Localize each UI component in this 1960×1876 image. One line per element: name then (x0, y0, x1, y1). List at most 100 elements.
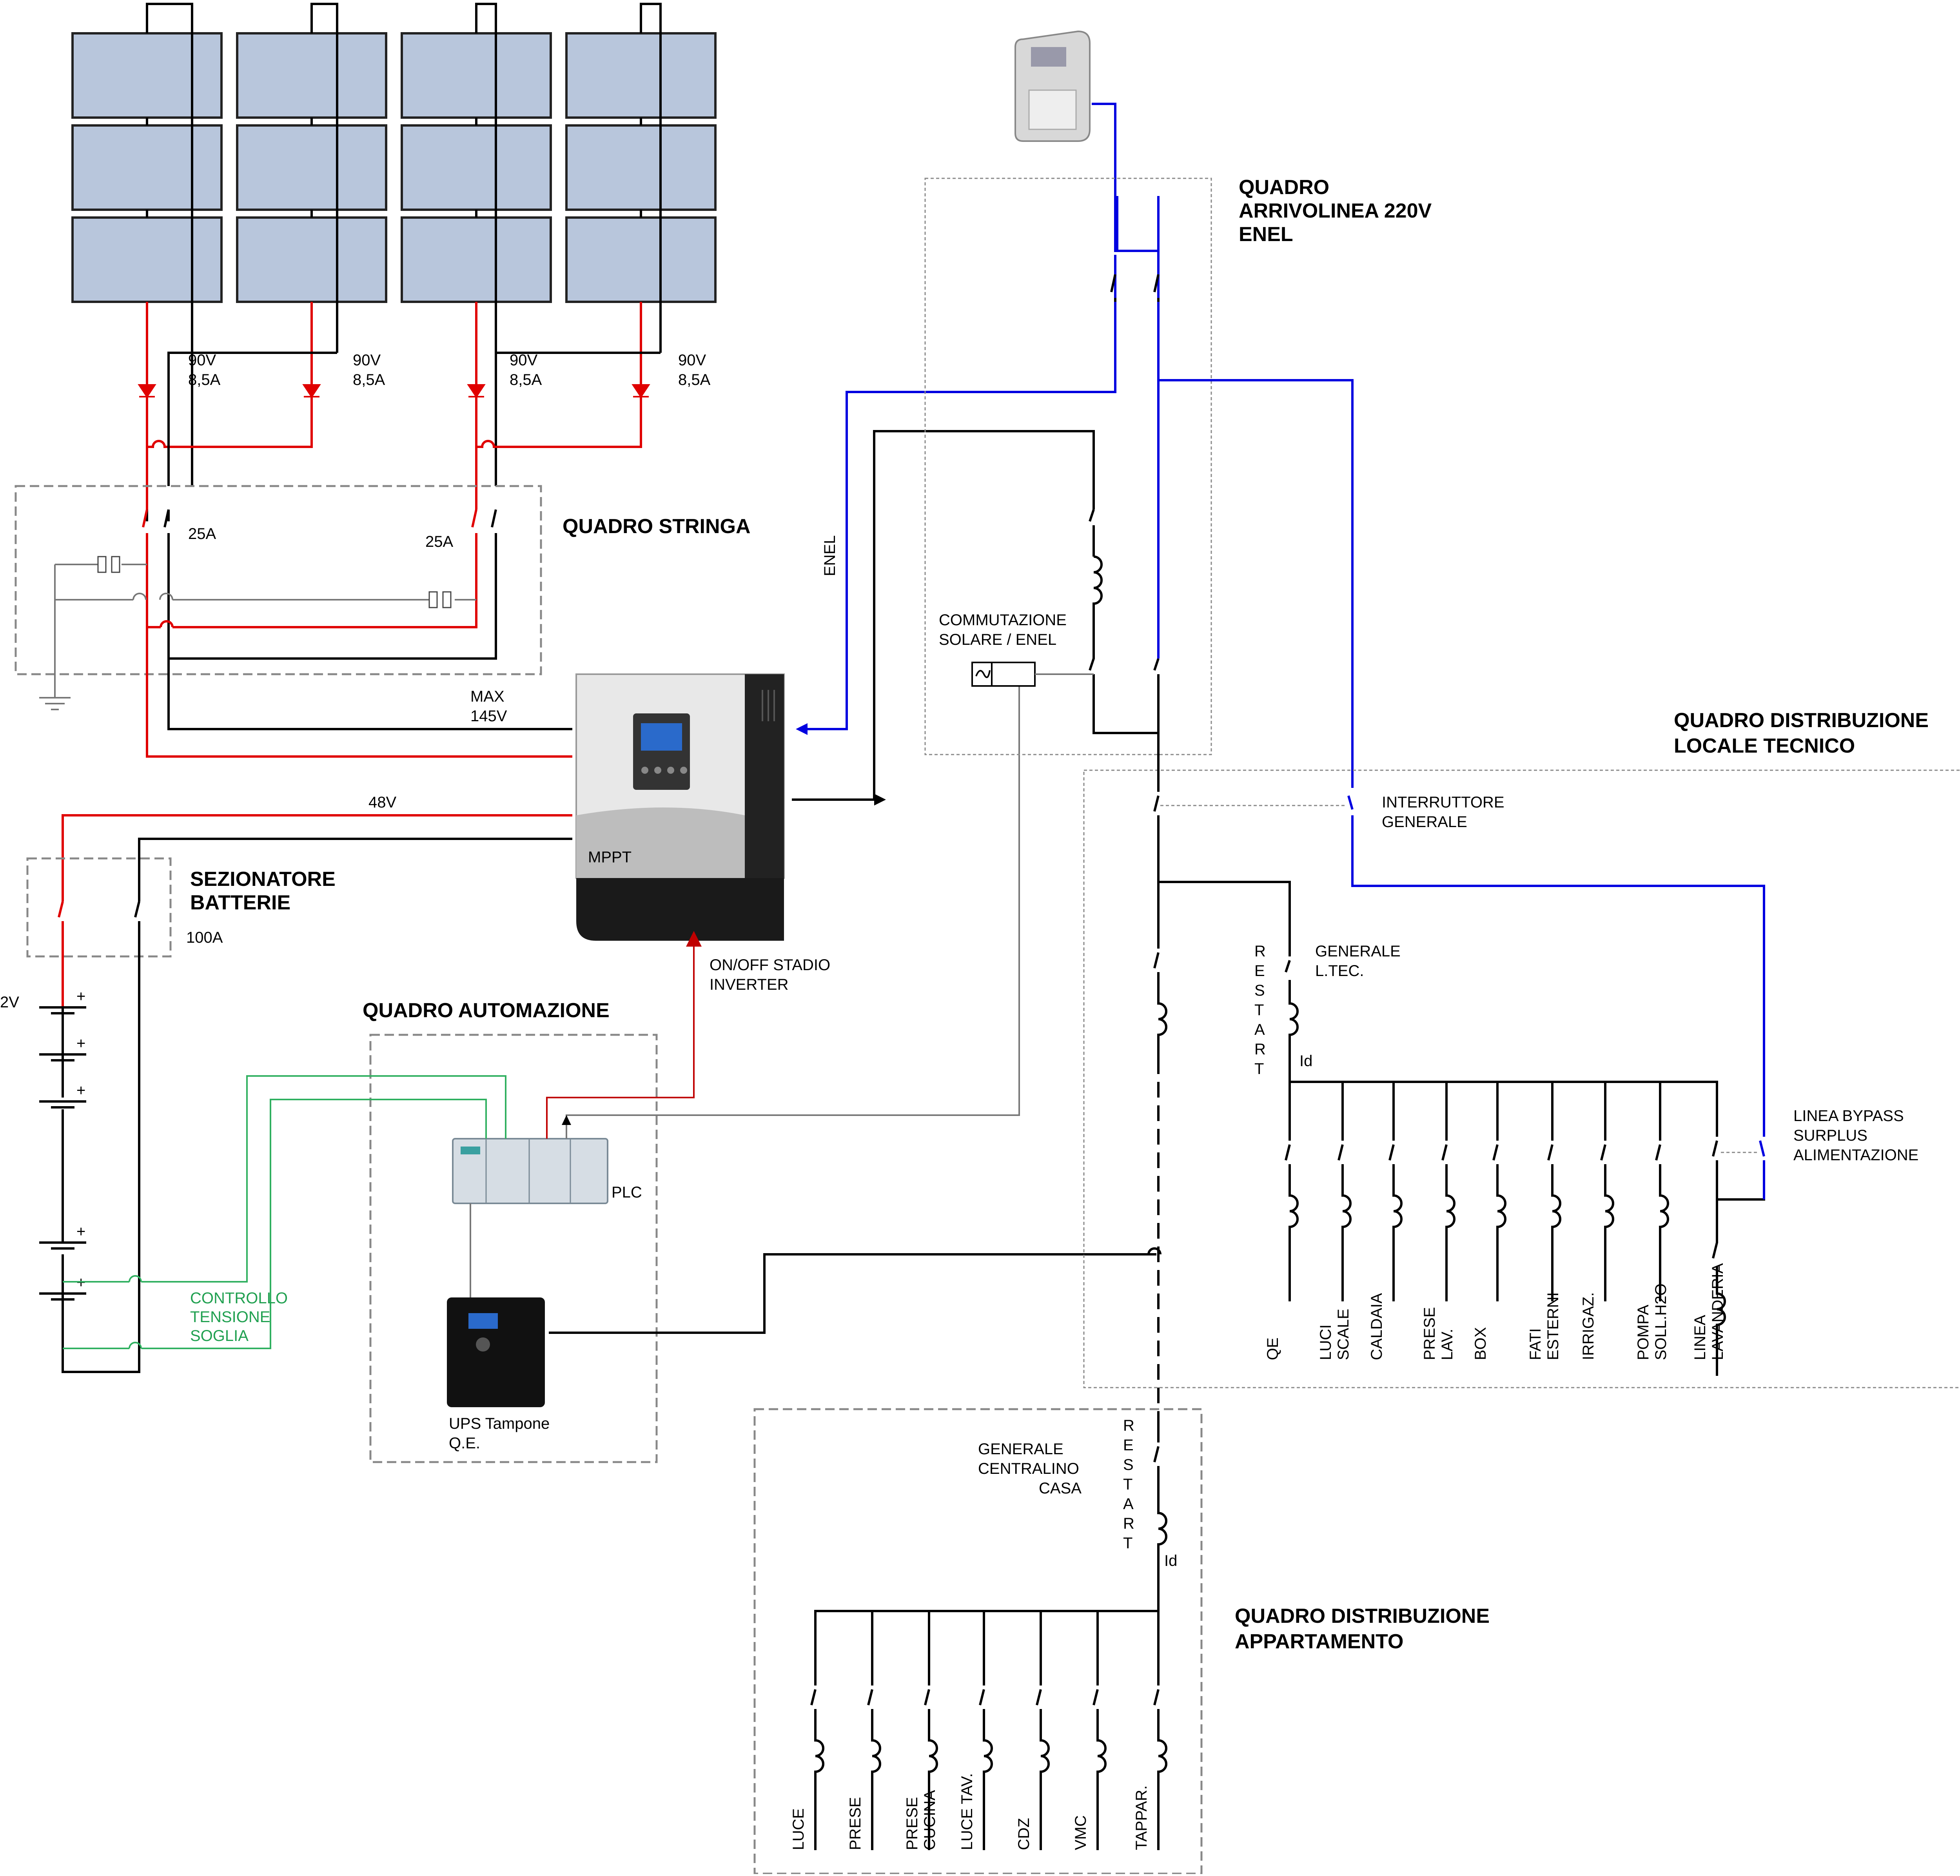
ltec-circuit-label: ESTERNI (1544, 1292, 1562, 1360)
locale-tecnico-title-2: LOCALE TECNICO (1674, 735, 1855, 757)
restart-letters-casa: R E S T A R T (1123, 1417, 1134, 1552)
bypass-label-2: SURPLUS (1793, 1127, 1867, 1144)
breaker (1388, 1082, 1403, 1301)
quadro-stringa-box (15, 485, 542, 675)
svg-text:R: R (1123, 1515, 1134, 1532)
ltec-circuit-label: SCALE (1335, 1309, 1352, 1360)
generale-ltec-1: GENERALE (1315, 943, 1401, 960)
battery-plus: + (76, 988, 85, 1005)
svg-text:R: R (1123, 1417, 1134, 1434)
quadro-appartamento-box (753, 1408, 1203, 1875)
svg-text:A: A (1254, 1021, 1265, 1038)
pv-panel (236, 124, 387, 211)
app-circuit-label: VMC (1072, 1815, 1089, 1850)
ltec-circuit-label: BOX (1472, 1327, 1489, 1360)
commutazione-label-1: COMMUTAZIONE (939, 611, 1067, 629)
id-label-casa: Id (1164, 1552, 1177, 1569)
max-voltage-label: MAX (470, 688, 505, 705)
ltec-circuit-label: POMPA (1635, 1304, 1652, 1360)
appartamento-title-2: APPARTAMENTO (1235, 1630, 1403, 1653)
inverter-mppt (575, 673, 785, 941)
svg-text:R: R (1254, 1041, 1266, 1058)
id-label: Id (1299, 1052, 1312, 1070)
ltec-circuit-label: SOLL.H2O (1652, 1283, 1670, 1360)
bypass-label-1: LINEA BYPASS (1793, 1107, 1904, 1125)
generale-casa-1: GENERALE (978, 1441, 1063, 1458)
quadro-automazione-title: QUADRO AUTOMAZIONE (363, 999, 610, 1022)
app-circuit-label: PRESE (904, 1797, 921, 1850)
battery-voltage-label: 48V (368, 794, 396, 811)
quadro-stringa-title: QUADRO STRINGA (563, 515, 751, 538)
ltec-circuit-label: IRRIGAZ. (1580, 1292, 1597, 1360)
plc-label: PLC (612, 1184, 642, 1201)
svg-text:E: E (1254, 962, 1265, 980)
enel-meter (1014, 30, 1091, 142)
restart-letters-ltec: R E S T A R T (1254, 943, 1266, 1078)
appartamento-title-1: QUADRO DISTRIBUZIONE (1235, 1605, 1490, 1627)
pv-panel (71, 216, 223, 303)
control-label-1: CONTROLLO (190, 1290, 288, 1307)
string-rating-2-a: 8,5A (353, 371, 385, 388)
arrivo-title-2: ARRIVOLINEA 220V (1239, 200, 1432, 222)
pv-panel (401, 32, 552, 119)
ltec-circuit-label: QE (1264, 1337, 1281, 1360)
breaker (1712, 1199, 1726, 1376)
battery-bank (39, 1006, 86, 1341)
svg-text:E: E (1123, 1437, 1134, 1454)
breaker (1655, 1082, 1669, 1301)
string-rating-3-v: 90V (510, 352, 537, 369)
svg-text:T: T (1254, 1002, 1264, 1019)
breaker (1600, 1082, 1614, 1301)
breaker (1441, 1082, 1455, 1301)
breaker (1036, 1627, 1050, 1850)
fuse-left-rating: 25A (188, 525, 216, 542)
string-rating-4-a: 8,5A (678, 371, 711, 388)
svg-text:T: T (1254, 1060, 1264, 1078)
enel-feed-label: ENEL (821, 535, 838, 577)
onoff-label-1: ON/OFF STADIO (710, 956, 830, 974)
commutazione-label-2: SOLARE / ENEL (939, 631, 1056, 648)
onoff-label-2: INVERTER (710, 976, 789, 993)
ups (447, 1297, 545, 1407)
battery-plus: + (76, 1035, 85, 1052)
ltec-circuit-label: LINEA (1691, 1315, 1709, 1360)
app-circuit-label: PRESE (847, 1797, 864, 1850)
svg-text:T: T (1123, 1476, 1132, 1493)
string-rating-2-v: 90V (353, 352, 381, 369)
breaker (1547, 1082, 1561, 1301)
pv-panel (565, 216, 717, 303)
arrivo-switches (1110, 274, 1354, 788)
control-label-3: SOGLIA (190, 1327, 249, 1344)
pv-panel (565, 124, 717, 211)
pv-panel (236, 216, 387, 303)
ups-label-2: Q.E. (449, 1435, 480, 1452)
string-rating-1-a: 8,5A (188, 371, 221, 388)
breaker (1153, 1627, 1167, 1850)
app-circuit-label: TAPPAR. (1133, 1785, 1150, 1850)
pv-panel (236, 32, 387, 119)
ltec-circuit-label: LUCI (1317, 1324, 1334, 1360)
breaker (924, 1627, 938, 1850)
ltec-circuit-label: LAVANDERIA (1709, 1263, 1726, 1360)
breaker (1093, 1627, 1107, 1850)
battery-plus: + (76, 1223, 85, 1240)
interruttore-label-1: INTERRUTTORE (1382, 794, 1504, 811)
string-wiring (138, 302, 661, 521)
ups-label-1: UPS Tampone (449, 1415, 550, 1432)
svg-text:S: S (1123, 1456, 1134, 1473)
breaker (1338, 1082, 1352, 1301)
plc (452, 1138, 608, 1204)
pv-panel (565, 32, 717, 119)
arrivo-title-3: ENEL (1239, 223, 1293, 246)
pv-array (71, 3, 717, 486)
pv-panel (71, 124, 223, 211)
breaker (810, 1627, 824, 1850)
string-rating-4-v: 90V (678, 352, 706, 369)
pv-panel (71, 32, 223, 119)
sezionatore-rating: 100A (186, 929, 223, 946)
svg-text:S: S (1254, 982, 1265, 999)
interruttore-label-2: GENERALE (1382, 813, 1467, 831)
max-voltage-value: 145V (470, 708, 507, 725)
